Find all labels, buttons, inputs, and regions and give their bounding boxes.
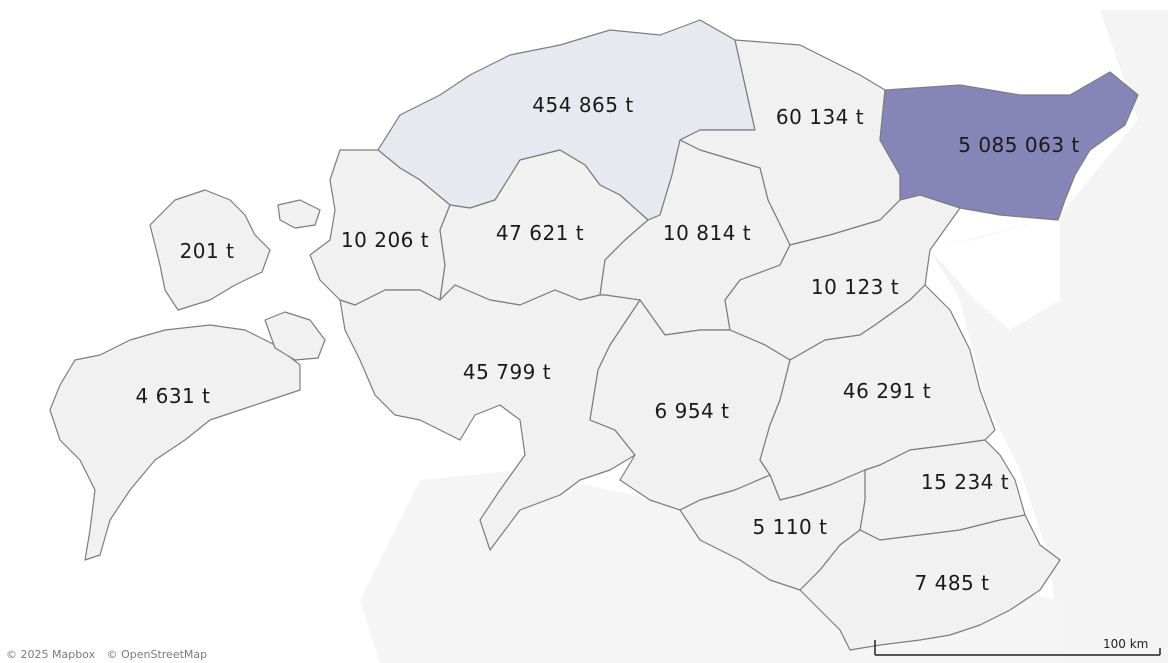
region-label-laane: 10 206 t (341, 228, 429, 252)
region-valga[interactable] (679, 469, 866, 591)
region-voru[interactable] (799, 514, 1061, 651)
russia-land (930, 10, 1168, 663)
region-label-jarva: 10 814 t (663, 221, 751, 245)
region-laane-island[interactable] (264, 311, 326, 361)
region-ida-viru[interactable] (879, 71, 1139, 221)
scale-bar: 100 km (874, 637, 1161, 656)
region-parnu[interactable] (339, 284, 641, 551)
region-label-hiiu: 201 t (180, 239, 235, 263)
map-attribution: © 2025 Mapbox © OpenStreetMap (6, 648, 215, 661)
region-label-laane-viru: 60 134 t (776, 105, 864, 129)
region-label-harju: 454 865 t (532, 93, 633, 117)
scale-bar-label: 100 km (1103, 637, 1148, 651)
region-label-valga: 5 110 t (753, 515, 828, 539)
region-label-ida-viru: 5 085 063 t (958, 133, 1080, 157)
region-label-voru: 7 485 t (915, 571, 990, 595)
region-label-jogeva: 10 123 t (811, 275, 899, 299)
region-label-polva: 15 234 t (921, 470, 1009, 494)
region-label-viljandi: 6 954 t (655, 399, 730, 423)
regions-layer (49, 19, 1139, 651)
region-label-rapla: 47 621 t (496, 221, 584, 245)
labels-layer: 454 865 t 60 134 t 5 085 063 t 201 t 10 206 … (136, 93, 1080, 595)
osm-attribution-link[interactable]: © OpenStreetMap (106, 648, 208, 661)
region-laane-island-north[interactable] (277, 199, 321, 229)
region-hiiu[interactable] (149, 189, 271, 311)
region-saare[interactable] (49, 324, 301, 561)
lake-peipus-water (930, 215, 1060, 330)
region-label-tartu: 46 291 t (843, 379, 931, 403)
region-label-parnu: 45 799 t (463, 360, 551, 384)
mapbox-attribution-link[interactable]: © 2025 Mapbox (6, 648, 96, 661)
region-label-saare: 4 631 t (136, 384, 211, 408)
